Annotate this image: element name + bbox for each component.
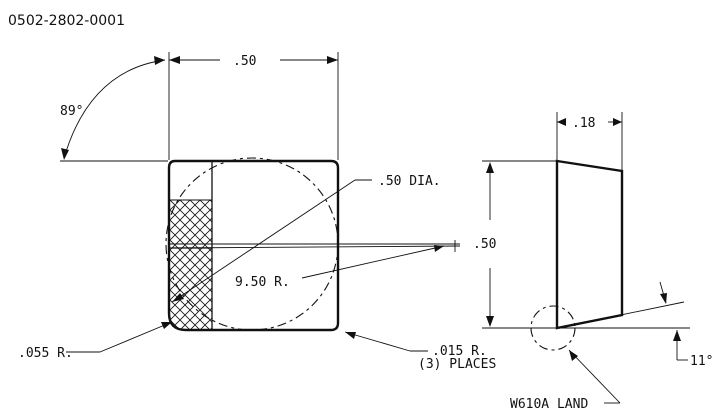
small-radius-label-2: (3) PLACES (418, 357, 496, 372)
height-dimension: .50 (473, 162, 496, 327)
corner-radius-label: .055 R. (18, 346, 73, 361)
clearance-angle-label: 11° (690, 354, 713, 369)
radius-label: 9.50 R. (235, 275, 290, 290)
dia-leader: .50 DIA. (171, 174, 441, 303)
part-number: 0502-2802-0001 (8, 13, 125, 29)
insert-side-view (482, 159, 690, 351)
land-note-leader: W610A LAND (510, 349, 621, 412)
thickness-dimension: .18 (556, 112, 623, 170)
height-label: .50 (473, 237, 496, 252)
insert-outline (167, 159, 340, 332)
land-note-label: W610A LAND (510, 397, 588, 412)
land-detail-circle (530, 305, 576, 351)
corner-radius-leader: .055 R. (18, 321, 173, 361)
side-profile (555, 159, 624, 330)
radius-leader: 9.50 R. (235, 245, 445, 290)
dia-label: .50 DIA. (378, 174, 441, 189)
thickness-label: .18 (572, 116, 595, 131)
width-label: .50 (233, 54, 256, 69)
clearance-angle-dimension: 11° (659, 281, 713, 369)
small-radius-label-1: .015 R. (432, 344, 487, 359)
width-dimension: .50 (168, 52, 339, 160)
angle-top-label: 89° (60, 104, 83, 119)
land-hatch (168, 199, 213, 331)
small-radius-leader: .015 R. (3) PLACES (344, 331, 496, 372)
angle-dimension-top: 89° (60, 56, 168, 162)
